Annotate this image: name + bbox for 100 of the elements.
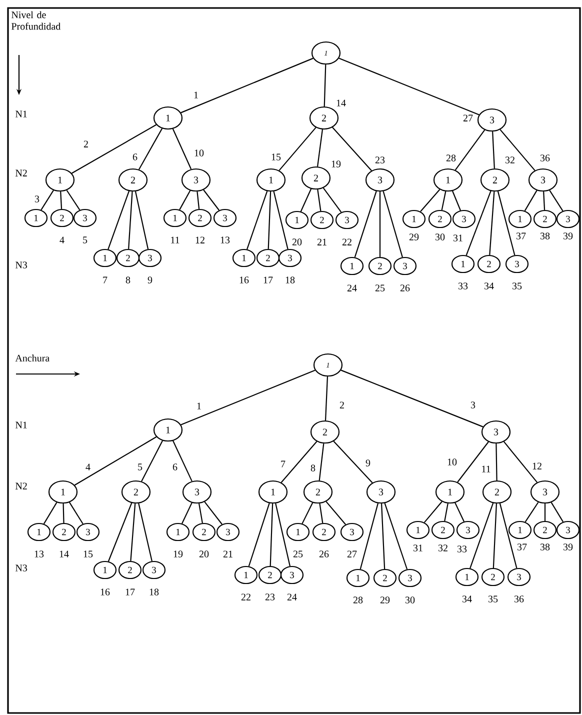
tree-node: 3 bbox=[216, 522, 240, 542]
order-number: 11 bbox=[171, 236, 180, 244]
order-number: 30 bbox=[406, 596, 415, 604]
order-number: 38 bbox=[540, 232, 550, 240]
order-number: 36 bbox=[540, 154, 550, 162]
tree-node: 2 bbox=[50, 208, 74, 228]
tree-node: 3 bbox=[452, 210, 476, 228]
order-number: 2 bbox=[84, 140, 88, 148]
tree-node: 3 bbox=[556, 520, 580, 540]
tree-node: 3 bbox=[181, 168, 211, 192]
branch-line bbox=[138, 128, 163, 170]
branch-line bbox=[248, 503, 270, 566]
level-label: N2 bbox=[15, 170, 27, 176]
order-number: 9 bbox=[148, 276, 152, 284]
order-number: 20 bbox=[292, 238, 302, 246]
tree-node: 3 bbox=[505, 254, 529, 274]
branch-line bbox=[379, 192, 381, 257]
tree-node: 3 bbox=[477, 108, 507, 132]
order-number: 34 bbox=[484, 282, 494, 290]
tree-node: 3 bbox=[398, 568, 422, 588]
tree-node: 3 bbox=[456, 520, 480, 540]
branch-line bbox=[360, 503, 379, 570]
order-number: 33 bbox=[458, 546, 467, 552]
order-number: 32 bbox=[506, 156, 514, 164]
branch-line bbox=[72, 124, 156, 174]
branch-line bbox=[384, 503, 408, 570]
tree-node: 1 bbox=[45, 168, 75, 192]
tree-node: 3 bbox=[278, 248, 302, 268]
order-number: 24 bbox=[347, 284, 357, 292]
tree-node: 2 bbox=[121, 480, 151, 504]
order-number: 30 bbox=[436, 234, 445, 240]
branch-line bbox=[382, 191, 403, 258]
order-number: 16 bbox=[240, 276, 249, 284]
tree-node: 2 bbox=[533, 520, 557, 540]
branch-line bbox=[420, 189, 440, 212]
tree-node: 3 bbox=[213, 208, 237, 228]
tree-node: 2 bbox=[118, 560, 142, 580]
branch-line bbox=[134, 191, 149, 250]
order-number: 8 bbox=[126, 276, 130, 284]
tree-node: 1 bbox=[234, 566, 258, 584]
order-number: 19 bbox=[332, 160, 341, 168]
tree-node: 2 bbox=[52, 522, 76, 542]
tree-node: 3 bbox=[335, 210, 359, 230]
branch-line bbox=[454, 502, 464, 522]
tree-node: 2 bbox=[480, 168, 510, 192]
order-number: 39 bbox=[564, 232, 573, 240]
tree-node: 1 bbox=[93, 560, 117, 580]
branch-line bbox=[317, 189, 322, 212]
branch-line bbox=[504, 441, 538, 483]
order-number: 39 bbox=[564, 544, 573, 550]
branch-line bbox=[326, 501, 346, 525]
branch-line bbox=[492, 132, 495, 168]
tree-node: 1 bbox=[24, 208, 48, 228]
order-number: 13 bbox=[220, 236, 230, 244]
branch-line bbox=[524, 190, 538, 212]
order-number: 22 bbox=[342, 238, 352, 246]
branch-line bbox=[66, 190, 80, 210]
branch-line bbox=[203, 190, 220, 211]
order-number: 28 bbox=[353, 596, 363, 604]
tree-node: 2 bbox=[373, 568, 397, 588]
order-number: 32 bbox=[438, 544, 448, 552]
tree-node: 1 bbox=[433, 168, 463, 192]
branch-line bbox=[182, 502, 192, 524]
order-number: 2 bbox=[340, 402, 344, 408]
level-label: N1 bbox=[15, 110, 27, 118]
branch-line bbox=[172, 440, 192, 482]
tree-node: 1 bbox=[340, 256, 364, 276]
tree-node: 2 bbox=[309, 106, 339, 130]
order-number: 34 bbox=[462, 596, 472, 602]
order-number: 21 bbox=[223, 550, 232, 558]
tree-node: 3 bbox=[73, 208, 97, 228]
branch-line bbox=[60, 192, 62, 209]
tree-node: 1 bbox=[93, 248, 117, 268]
order-number: 3 bbox=[34, 196, 40, 202]
branch-line bbox=[179, 190, 191, 210]
branch-line bbox=[489, 192, 495, 255]
order-number: 16 bbox=[100, 588, 110, 596]
order-number: 6 bbox=[172, 464, 178, 470]
order-number: 7 bbox=[281, 460, 286, 468]
order-number: 5 bbox=[138, 464, 142, 470]
order-number: 14 bbox=[336, 100, 346, 106]
order-number: 9 bbox=[366, 460, 370, 466]
branch-line bbox=[441, 191, 446, 210]
order-number: 37 bbox=[518, 544, 527, 550]
branch-line bbox=[497, 191, 516, 256]
branch-line bbox=[196, 191, 200, 210]
tree-node: 1 bbox=[27, 522, 51, 542]
order-number: 5 bbox=[83, 236, 88, 244]
tree-node: 3 bbox=[393, 256, 417, 276]
order-number: 18 bbox=[150, 588, 159, 596]
tree-node: 1 bbox=[232, 248, 256, 268]
tree-node: 1 bbox=[258, 480, 288, 504]
tree-node: 3 bbox=[556, 210, 580, 228]
tree-node: 1 bbox=[163, 208, 187, 228]
tree-node: 2 bbox=[477, 254, 501, 274]
branch-line bbox=[340, 370, 484, 428]
branch-line bbox=[180, 370, 316, 426]
order-number: 26 bbox=[400, 284, 410, 292]
branch-line bbox=[280, 441, 318, 483]
branch-line bbox=[500, 129, 536, 171]
